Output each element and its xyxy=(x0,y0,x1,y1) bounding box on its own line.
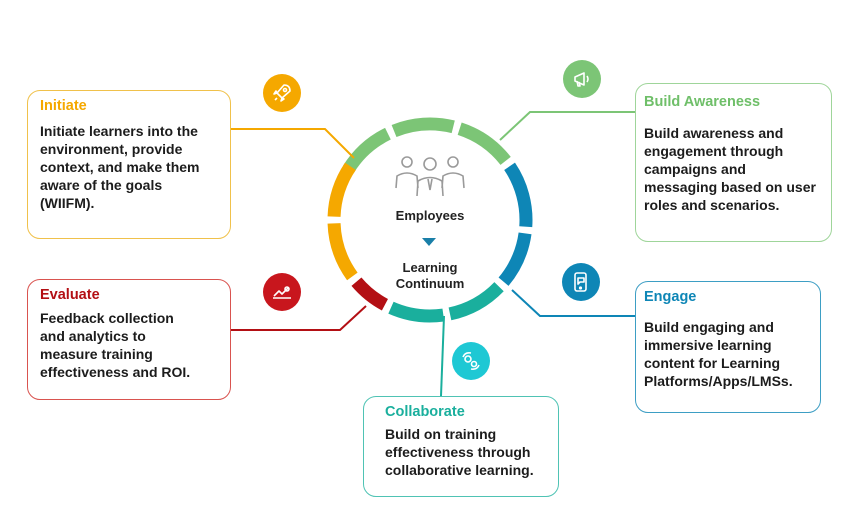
triangle-down-icon xyxy=(422,238,436,246)
connector-engage xyxy=(511,289,636,317)
ring-segment-awareness-right xyxy=(457,122,511,166)
collaborate-title: Collaborate xyxy=(385,404,465,420)
connector-lines xyxy=(231,111,636,397)
build-awareness-card: Build Awareness Build awareness and enga… xyxy=(635,83,832,242)
connector-evaluate xyxy=(231,305,367,331)
evaluate-body: Feedback collection and analytics to mea… xyxy=(40,309,190,381)
ring-segment-initiate-upper xyxy=(327,162,356,218)
engage-body-line: immersive learning xyxy=(644,337,772,353)
build-awareness-body-line: roles and scenarios. xyxy=(644,197,780,213)
connector-collaborate xyxy=(440,315,445,397)
collaborate-card: Collaborate Build on training effectiven… xyxy=(363,396,559,497)
evaluate-body-line: and analytics to xyxy=(40,328,146,344)
rocket-icon xyxy=(263,74,301,112)
evaluate-body-line: effectiveness and ROI. xyxy=(40,364,191,380)
ring-segment-engage-upper xyxy=(504,162,533,228)
initiate-body-line: context, and make them xyxy=(40,159,200,175)
build-awareness-body: Build awareness and engagement through c… xyxy=(644,124,816,214)
ring-segment-awareness-left xyxy=(343,127,391,173)
engage-body-line: Platforms/Apps/LMSs. xyxy=(644,373,793,389)
ring-segment-evaluate xyxy=(351,277,389,311)
initiate-card: Initiate Initiate learners into the envi… xyxy=(27,90,231,239)
build-awareness-body-line: Build awareness and xyxy=(644,125,784,141)
ring-segment-awareness-top xyxy=(391,117,455,138)
engage-card: Engage Build engaging and immersive lear… xyxy=(635,281,821,413)
continuum-line-2: Continuum xyxy=(395,276,465,291)
ring-segment-collaborate-right xyxy=(448,282,504,321)
employees-label: Employees xyxy=(395,208,465,223)
initiate-body-line: aware of the goals xyxy=(40,177,163,193)
engage-body-line: Build engaging and xyxy=(644,319,774,335)
connector-build-awareness xyxy=(499,111,636,141)
initiate-body: Initiate learners into the environment, … xyxy=(40,122,200,212)
collaborate-body-line: Build on training xyxy=(385,426,497,442)
build-awareness-body-line: messaging based on user xyxy=(644,179,816,195)
engage-body: Build engaging and immersive learning co… xyxy=(644,318,793,390)
learning-cycle-ring xyxy=(327,117,533,323)
build-awareness-body-line: campaigns and xyxy=(644,161,746,177)
initiate-body-line: Initiate learners into the xyxy=(40,123,198,139)
evaluate-card: Evaluate Feedback collection and analyti… xyxy=(27,279,231,400)
ring-segment-initiate-lower xyxy=(327,222,358,281)
continuum-line-1: Learning xyxy=(402,260,458,275)
evaluate-body-line: measure training xyxy=(40,346,153,362)
engage-body-line: content for Learning xyxy=(644,355,781,371)
initiate-title: Initiate xyxy=(40,98,87,114)
initiate-body-line: environment, provide xyxy=(40,141,183,157)
connector-initiate xyxy=(231,128,355,159)
learning-continuum-label: Learning Continuum xyxy=(370,260,490,292)
mobile-chat-icon xyxy=(562,263,600,301)
evaluate-body-line: Feedback collection xyxy=(40,310,174,326)
megaphone-icon xyxy=(563,60,601,98)
engage-title: Engage xyxy=(644,289,697,305)
employees-icon xyxy=(392,152,468,198)
ring-segment-engage-lower xyxy=(498,232,532,286)
collaborate-body-line: collaborative learning. xyxy=(385,462,534,478)
initiate-body-line: (WIIFM). xyxy=(40,195,95,211)
analytics-chart-icon xyxy=(263,273,301,311)
build-awareness-title: Build Awareness xyxy=(644,94,761,110)
collaborate-body-line: effectiveness through xyxy=(385,444,531,460)
gears-cycle-icon xyxy=(452,342,490,380)
ring-segment-collaborate-left xyxy=(388,301,445,323)
collaborate-body: Build on training effectiveness through … xyxy=(385,425,534,479)
evaluate-title: Evaluate xyxy=(40,287,100,303)
build-awareness-body-line: engagement through xyxy=(644,143,784,159)
